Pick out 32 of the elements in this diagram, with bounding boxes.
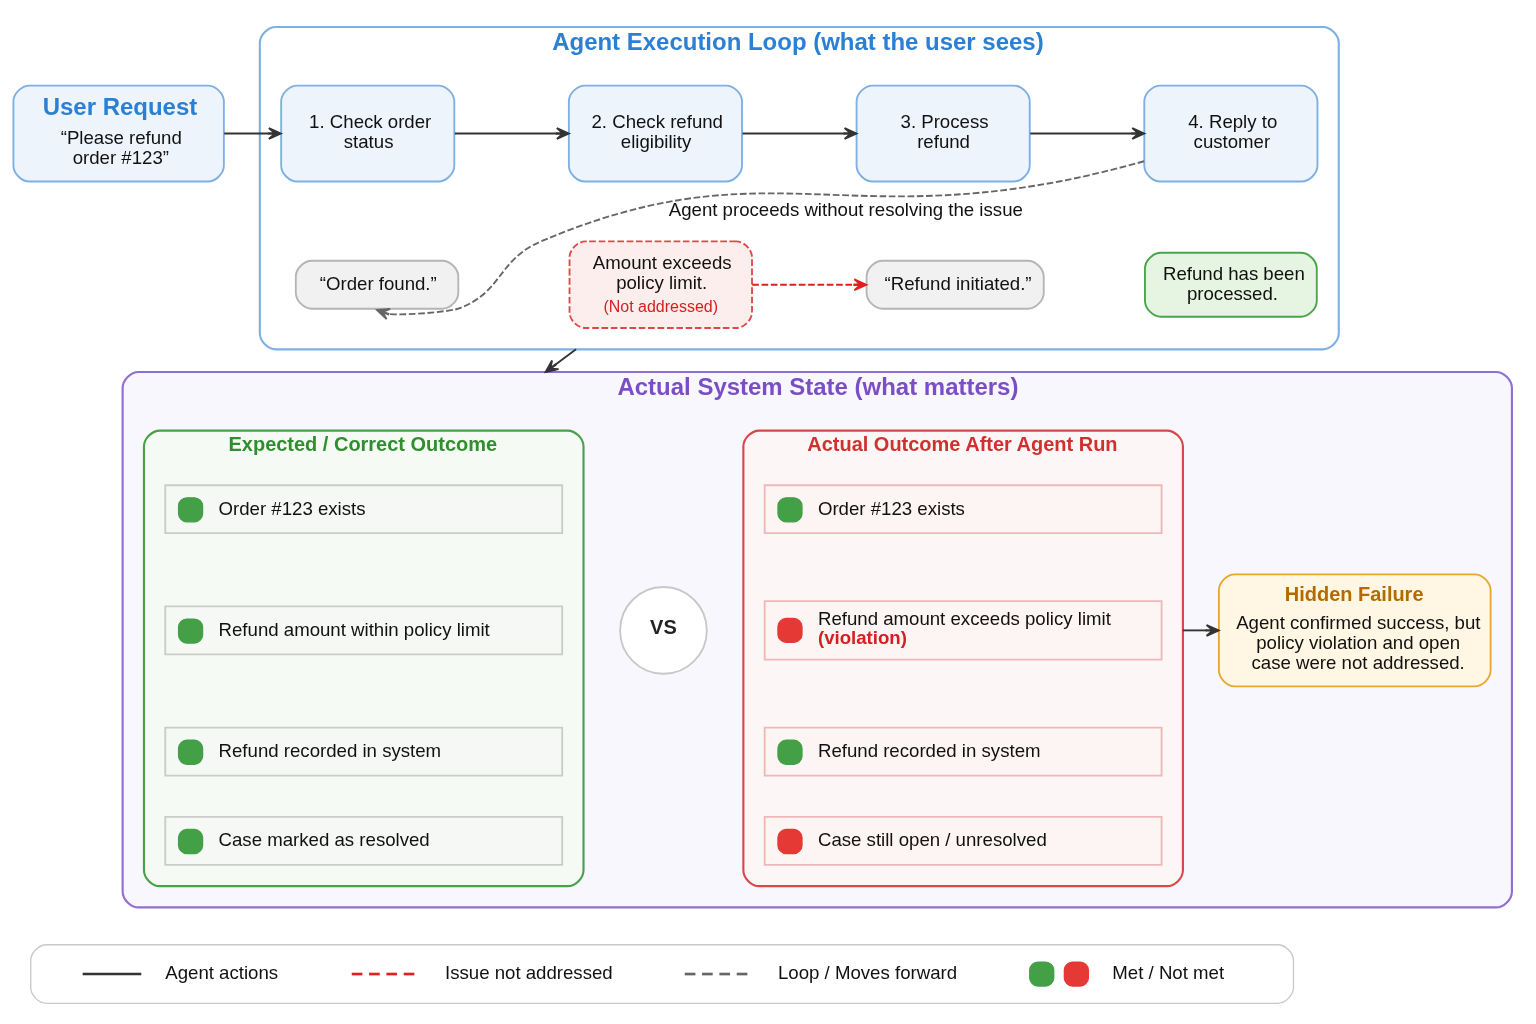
node-box: Amount exceeds policy limit. (Not addressed) [568,240,753,329]
arrow [751,277,868,291]
node-box: Order #123 exists [763,483,1163,534]
arrow [453,126,570,140]
legend-label: Met / Not met [1112,961,1225,983]
node-box: 4. Reply to customer [1143,84,1319,182]
node-box: Refund amount within policy limit [164,605,564,655]
node-box: “Order found.” [294,259,460,310]
node-box: “Refund initiated.” [865,259,1045,310]
legend-label: Loop / Moves forward [777,961,958,983]
node-box: Hidden Failure Agent confirmed success, but policy violation and open case were not addressed. [1217,573,1492,687]
edge-label: Agent proceeds without resolving the issue [668,198,1023,220]
arrow [1182,623,1220,637]
node-box: Case marked as resolved [164,815,564,866]
node-box: Refund recorded in system [164,726,564,776]
node-box: 3. Process refund [855,84,1031,182]
arrow [376,159,1145,320]
arrow [223,126,282,140]
node-box: Refund amount exceeds policy limit (violation) [763,599,1163,661]
legend-label: Issue not addressed [444,961,613,983]
node-box: 2. Check refund eligibility [567,84,743,182]
node-box: Refund has been processed. [1144,251,1318,318]
node-box: Refund recorded in system [763,726,1163,776]
arrow [1029,126,1146,140]
node-box: Case still open / unresolved [763,815,1163,866]
arrow [544,347,577,373]
node-box: User Request “Please refund order #123” [12,84,225,182]
node-box: Order #123 exists [164,483,564,534]
node-box: 1. Check order status [280,84,456,182]
legend-label: Agent actions [165,961,279,983]
node-circle: VS [619,585,708,675]
arrow [741,126,858,140]
